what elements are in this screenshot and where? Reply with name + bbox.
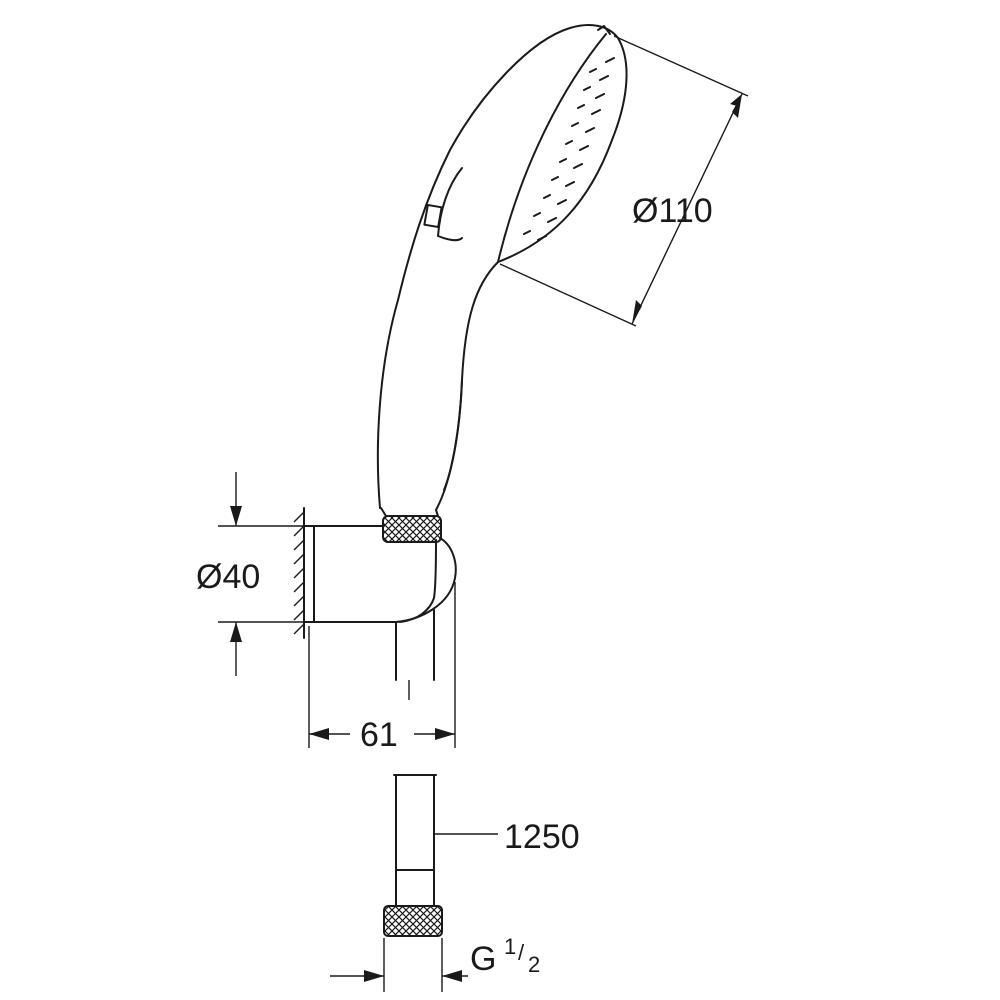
dim-arrow-top: [730, 94, 742, 106]
wall-hatching: [293, 511, 305, 635]
hand-shower-body-outline: [376, 24, 628, 511]
dim-arrow-top: [230, 506, 242, 526]
thread-label: G 1 / 2: [470, 934, 540, 978]
handle-connection-nut: [382, 515, 442, 543]
wall-holder: [293, 507, 457, 700]
spray-diameter-label: Ø110: [632, 192, 713, 230]
dim-hose-length: 1250: [434, 818, 580, 856]
hand-shower: [376, 24, 628, 511]
hose-length-label: 1250: [504, 818, 580, 856]
hose-connection-nut: [383, 905, 443, 937]
dim-spray-diameter: Ø110: [499, 35, 749, 327]
holder-depth-label: 61: [360, 716, 398, 754]
hose-upper: [395, 609, 435, 681]
dim-holder-depth: 61: [308, 582, 456, 754]
dim-arrow-left: [364, 970, 384, 982]
spray-face-rim: [497, 33, 607, 263]
dim-arrow-right: [442, 970, 462, 982]
handle-nut-neck: [380, 507, 439, 517]
handle-end-line: [443, 379, 463, 491]
hose-lower: [383, 774, 443, 937]
dim-arrow-bottom: [632, 300, 642, 324]
dim-arrow-left: [309, 728, 329, 740]
dim-arrow-bottom: [230, 622, 242, 642]
hose-end-ferrule: [395, 869, 435, 907]
holder-flange: [303, 525, 315, 623]
holder-diameter-label: Ø40: [196, 558, 260, 596]
spray-nozzles: [523, 57, 615, 241]
dim-arrow-right: [435, 728, 455, 740]
head-notch: [597, 25, 611, 35]
spray-mode-button-housing: [437, 167, 463, 242]
spray-mode-button-icon: [423, 203, 443, 229]
holder-recess: [399, 539, 437, 623]
dim-thread: G 1 / 2: [330, 934, 540, 992]
dim-holder-diameter: Ø40: [196, 472, 304, 676]
